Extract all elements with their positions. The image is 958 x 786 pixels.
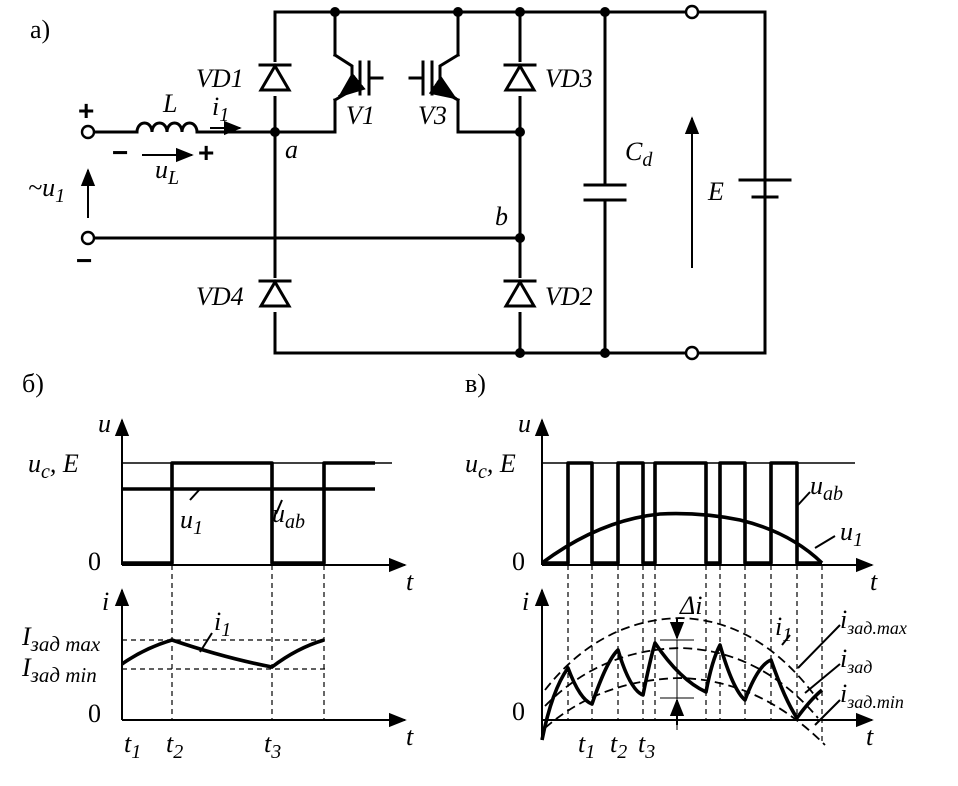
i1-wave <box>120 638 325 669</box>
output-terminal-top <box>684 4 700 20</box>
label-node-a: a <box>285 135 298 164</box>
label-current-i1: i1 <box>212 92 229 126</box>
panel-label-c: в) <box>465 369 486 398</box>
t-axis-label: t <box>406 567 414 596</box>
junction-dot <box>515 348 525 358</box>
panel-label-a: а) <box>30 15 50 44</box>
t2-label: t2 <box>610 729 627 763</box>
waveform-panel-c: в) u t uc, E 0 uab u1 <box>465 369 907 763</box>
t1-label: t1 <box>124 729 141 763</box>
uab-wave <box>122 461 375 565</box>
u1-label: u1 <box>180 505 203 539</box>
label-u1: ~u1 <box>28 173 65 207</box>
delta-i-label: Δi <box>679 591 702 620</box>
sign-minus-input: − <box>76 245 92 276</box>
i1-leader <box>781 634 791 646</box>
t-axis2-label: t <box>866 722 874 751</box>
u1-label: u1 <box>840 517 863 551</box>
label-ul: uL <box>155 155 179 189</box>
izad-min-envelope <box>544 677 826 746</box>
sign-plus-ul: + <box>198 137 214 168</box>
label-e: E <box>707 177 724 206</box>
izad-label: iзад <box>840 644 872 677</box>
zero-i-label: 0 <box>512 697 525 726</box>
battery-e <box>738 178 792 199</box>
t3-label: t3 <box>638 729 655 763</box>
diode-vd2 <box>503 278 537 312</box>
junction-dot-a <box>270 127 280 137</box>
input-terminal-top <box>80 124 96 140</box>
v3-wire <box>456 10 522 134</box>
label-vd3: VD3 <box>545 64 593 93</box>
label-v3: V3 <box>418 101 447 130</box>
i1-label: i1 <box>775 612 792 646</box>
i-axis-label: i <box>102 587 109 616</box>
u1-half-sine <box>540 511 824 565</box>
inductor-coil <box>135 121 199 134</box>
uab-leader <box>275 499 283 515</box>
zero-u-label: 0 <box>88 547 101 576</box>
t3-label: t3 <box>264 729 281 763</box>
delta-i-ticks <box>660 639 694 699</box>
izad-leader <box>804 663 841 694</box>
diode-vd4 <box>258 278 292 312</box>
label-inductor: L <box>162 89 177 118</box>
i-axis-label: i <box>522 587 529 616</box>
uc-e-label: uc, E <box>28 449 79 483</box>
junction-dot <box>600 7 610 17</box>
label-v1: V1 <box>346 101 375 130</box>
sign-plus-input: + <box>78 95 94 126</box>
izad-max-label: iзад.max <box>840 605 907 638</box>
diode-vd3 <box>503 62 537 96</box>
junction-dot <box>515 127 525 137</box>
transistor-v3 <box>408 52 461 103</box>
panel-label-b: б) <box>22 369 44 398</box>
capacitor-cd <box>583 183 627 202</box>
waveform-panel-b: б) u t uc, E 0 u1 uab i t Iзад max <box>21 369 414 763</box>
u1-leader <box>189 488 201 501</box>
izad-max-envelope <box>544 617 819 701</box>
uab-label: uab <box>810 471 843 505</box>
junction-dot <box>330 7 340 17</box>
input-terminal-bottom <box>80 230 96 246</box>
imax-leader <box>797 624 841 669</box>
junction-dot <box>453 7 463 17</box>
t-axis2-label: t <box>406 722 414 751</box>
u-axis-label: u <box>98 409 111 438</box>
junction-dot <box>515 7 525 17</box>
izad-envelope <box>544 647 819 719</box>
u1-leader <box>814 535 836 549</box>
sign-minus-ul: − <box>112 137 128 168</box>
i1-leader <box>199 632 213 653</box>
transistor-v1 <box>332 52 384 103</box>
label-node-b: b <box>495 202 508 231</box>
t1-label: t1 <box>578 729 595 763</box>
label-vd2: VD2 <box>545 282 593 311</box>
imin-leader <box>814 699 841 726</box>
label-vd1: VD1 <box>196 64 244 93</box>
label-cd: Cd <box>625 137 653 171</box>
output-terminal-bottom <box>684 345 700 361</box>
t2-label: t2 <box>166 729 183 763</box>
izad-min-label: iзад.min <box>840 679 904 712</box>
circuit-diagram: а) <box>28 4 792 361</box>
uab-leader <box>797 491 811 506</box>
label-vd4: VD4 <box>196 282 244 311</box>
junction-dot <box>600 348 610 358</box>
u-axis-label: u <box>518 409 531 438</box>
i1-label: i1 <box>214 607 231 641</box>
uc-e-label: uc, E <box>465 449 516 483</box>
imin-label: Iзад min <box>21 653 97 687</box>
uab-pwm-wave <box>542 461 822 565</box>
zero-u-label: 0 <box>512 547 525 576</box>
node-a-wire <box>195 98 337 134</box>
uab-label: uab <box>272 499 305 533</box>
diode-vd1 <box>258 62 292 96</box>
junction-dot-b <box>515 233 525 243</box>
t-axis-label: t <box>870 567 878 596</box>
imax-label: Iзад max <box>21 622 101 656</box>
zero-i-label: 0 <box>88 699 101 728</box>
